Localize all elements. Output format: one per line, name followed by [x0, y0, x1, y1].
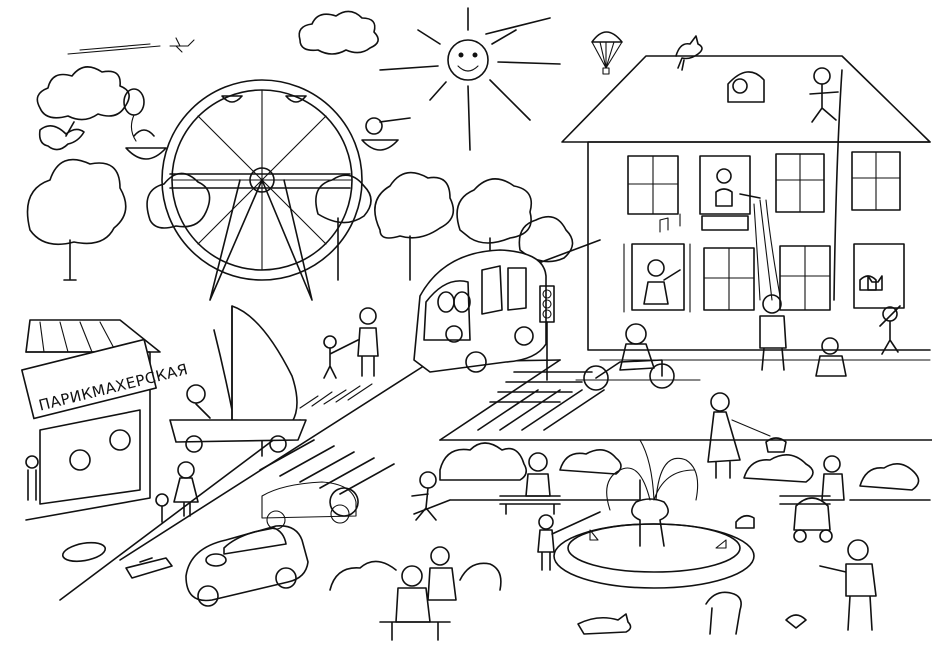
kid-with-toy — [815, 337, 847, 377]
girl-with-balloon — [155, 461, 199, 523]
small-dog — [735, 514, 755, 529]
parachute — [591, 31, 623, 75]
fountain — [553, 439, 755, 589]
man-getting-wet — [759, 294, 787, 371]
airplane — [169, 37, 195, 53]
benches — [499, 495, 831, 515]
car-front — [185, 524, 309, 607]
water-stream — [753, 199, 781, 301]
cat-lying — [577, 613, 632, 635]
smiling-sun — [379, 7, 561, 151]
ferris-wheel — [125, 79, 411, 301]
cloud-top — [298, 10, 379, 55]
attic-window — [727, 71, 765, 103]
bird-on-roof — [675, 35, 703, 71]
bushes-bottom — [329, 560, 502, 591]
airplane-contrail — [67, 43, 161, 55]
child-under-rope — [859, 275, 877, 291]
man-on-bench — [525, 452, 551, 497]
sail-car — [169, 305, 307, 453]
bird-ground — [785, 614, 807, 629]
flying-bird-creature — [38, 121, 85, 151]
chess-players — [379, 546, 457, 641]
flower-box — [701, 215, 749, 231]
woman-with-pram — [793, 455, 845, 543]
motorcyclist — [583, 323, 675, 391]
tank-toy — [125, 557, 173, 579]
music-notes — [659, 213, 681, 233]
boy-fishing — [537, 511, 601, 571]
manhole — [61, 541, 107, 563]
pedestrians-family — [323, 307, 379, 379]
ball — [329, 487, 359, 517]
shrubs-row — [439, 442, 920, 491]
man-in-cap-pointing — [819, 539, 877, 631]
dog-digging — [705, 591, 742, 635]
rope-climber — [809, 67, 843, 301]
balloon — [123, 88, 145, 142]
woman-walking-dog — [707, 392, 787, 479]
apartment-house — [561, 35, 931, 355]
square-border — [413, 479, 931, 515]
windows-upper-row — [627, 151, 901, 215]
cloud-left — [36, 66, 130, 121]
bus — [413, 249, 547, 373]
boy-running — [411, 471, 437, 521]
barbershop: ПАРИКМАХЕРСКАЯ — [21, 319, 190, 521]
sky — [36, 7, 623, 151]
traffic-light-right — [539, 285, 555, 381]
car-faded — [261, 481, 357, 530]
boy-hanging-from-window — [879, 305, 901, 355]
windows-lower-row — [623, 243, 905, 313]
